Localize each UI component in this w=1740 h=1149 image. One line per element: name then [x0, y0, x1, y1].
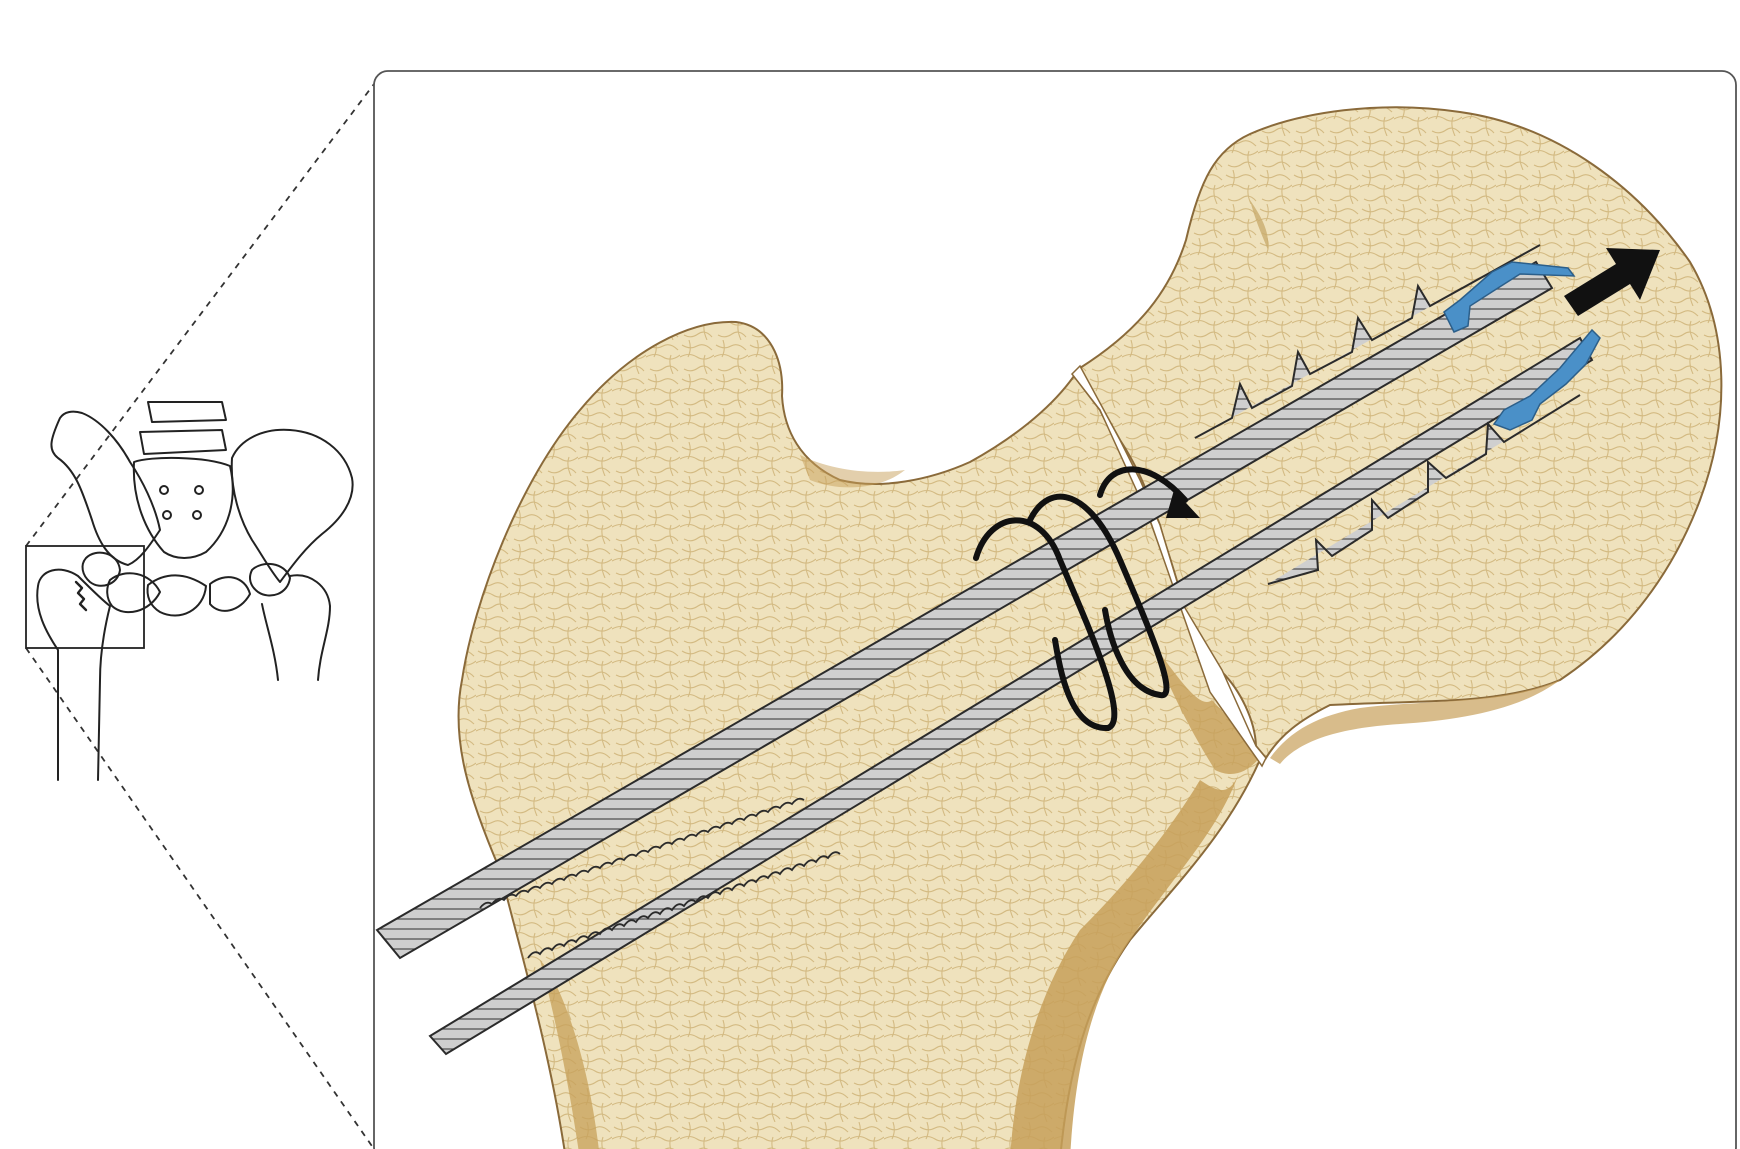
zoom-line-upper	[26, 84, 374, 546]
left-iliac-wing	[51, 412, 160, 565]
pelvis-overview-drawing	[37, 402, 352, 780]
zoom-lines	[26, 84, 374, 1149]
sacrum	[134, 458, 233, 558]
lumbar-vertebra-lower	[140, 430, 226, 454]
zoom-line-lower	[26, 648, 374, 1149]
magnified-panel	[374, 71, 1736, 1149]
fracture-region-box	[26, 546, 144, 648]
left-neck-fracture-line	[76, 582, 86, 610]
right-obturator-ring	[210, 577, 250, 611]
lumbar-vertebra-upper	[148, 402, 226, 422]
right-iliac-wing	[232, 430, 353, 582]
left-femoral-head	[83, 553, 120, 586]
right-femur-proximal	[262, 575, 330, 680]
left-femur-proximal	[37, 570, 110, 780]
sacral-foramina	[160, 486, 203, 519]
pubic-symphysis	[148, 575, 207, 615]
